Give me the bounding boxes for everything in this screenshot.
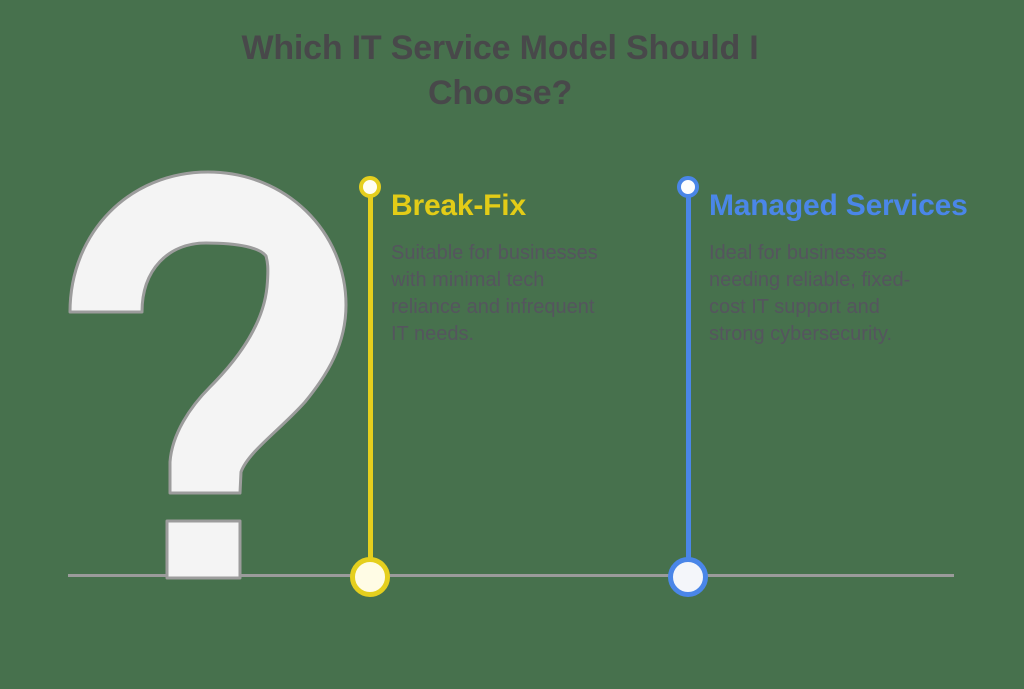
timeline-baseline [68, 574, 954, 577]
question-mark-graphic [68, 170, 348, 580]
managed-services-node-top [677, 176, 699, 198]
managed-services-title: Managed Services [709, 189, 968, 222]
page-title: Which IT Service Model Should I Choose? [241, 29, 759, 112]
question-mark-hook [68, 170, 348, 495]
break-fix-description: Suitable for businesses with minimal tec… [391, 242, 598, 345]
break-fix-connector-line [368, 187, 373, 577]
managed-services-node-bottom [668, 557, 708, 597]
break-fix-node-top [359, 176, 381, 198]
break-fix-title: Break-Fix [391, 189, 526, 222]
question-mark-dot [165, 519, 242, 580]
managed-services-description: Ideal for businesses needing reliable, f… [709, 242, 911, 345]
managed-services-connector-line [686, 187, 691, 577]
break-fix-node-bottom [350, 557, 390, 597]
